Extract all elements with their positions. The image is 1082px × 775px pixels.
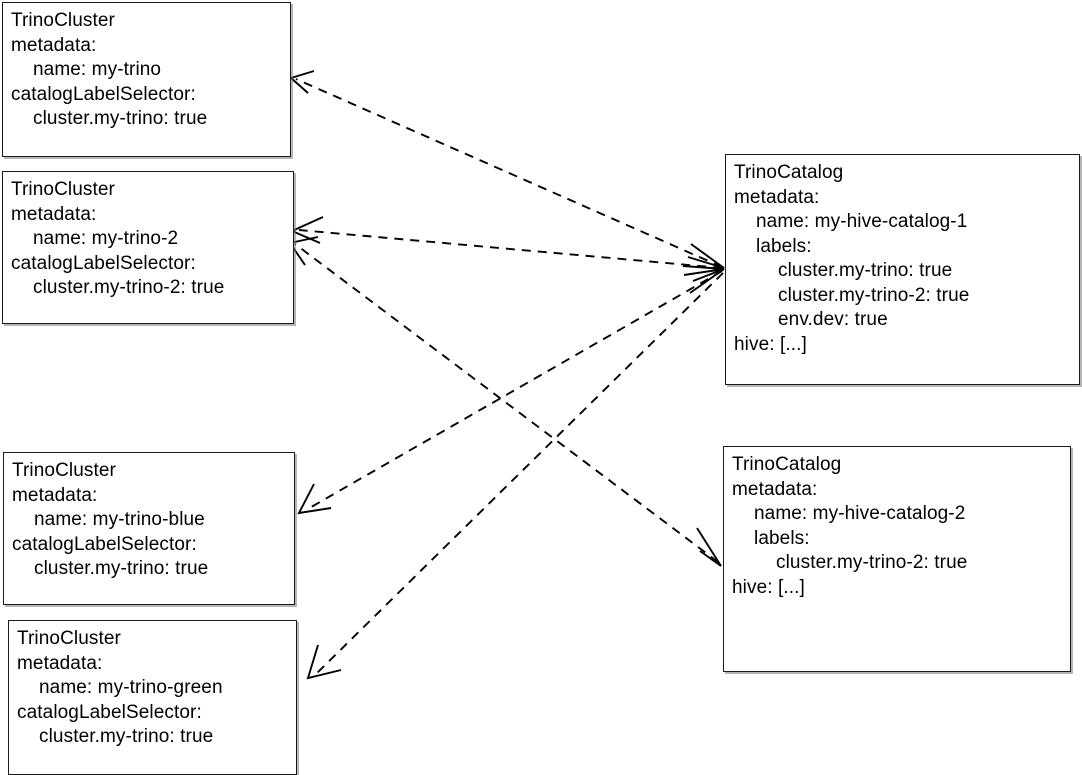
node-line: catalogLabelSelector: (12, 533, 197, 555)
node-line: catalogLabelSelector: (17, 701, 202, 723)
node-line: TrinoCluster (17, 628, 121, 649)
node-line: TrinoCluster (11, 179, 115, 200)
node-body: TrinoCluster metadata: name: my-trino ca… (3, 3, 290, 132)
node-trinocatalog-my-hive-catalog-2[interactable]: TrinoCatalog metadata: name: my-hive-cat… (723, 446, 1071, 672)
node-line: hive: [...] (734, 333, 807, 355)
edge-catalog1-to-my-trino-2 (289, 216, 723, 269)
node-line: labels: (754, 527, 810, 549)
node-line: catalogLabelSelector: (11, 83, 196, 105)
node-trinocluster-my-trino[interactable]: TrinoCluster metadata: name: my-trino ca… (2, 2, 291, 157)
node-line: cluster.my-trino-2: true (33, 277, 225, 298)
node-line: TrinoCatalog (732, 454, 842, 475)
node-line: cluster.my-trino: true (33, 108, 208, 129)
edge-catalog1-to-my-trino-blue (297, 270, 723, 515)
node-line: name: my-trino-2 (33, 228, 179, 249)
node-line: hive: [...] (732, 576, 805, 598)
node-line: TrinoCluster (12, 460, 116, 481)
node-line: cluster.my-trino: true (39, 726, 214, 747)
node-line: metadata: (734, 186, 820, 208)
node-line: cluster.my-trino-2: true (776, 552, 968, 573)
node-line: metadata: (12, 484, 98, 506)
node-line: name: my-trino-green (39, 677, 223, 698)
node-line: TrinoCluster (11, 10, 115, 31)
node-line: metadata: (732, 478, 818, 500)
node-line: catalogLabelSelector: (11, 252, 196, 274)
node-trinocluster-my-trino-green[interactable]: TrinoCluster metadata: name: my-trino-gr… (8, 620, 297, 775)
node-line: cluster.my-trino: true (778, 260, 953, 281)
node-line: name: my-hive-catalog-1 (756, 211, 968, 232)
node-trinocluster-my-trino-blue[interactable]: TrinoCluster metadata: name: my-trino-bl… (3, 452, 295, 605)
node-body: TrinoCluster metadata: name: my-trino-2 … (3, 172, 293, 301)
node-body: TrinoCatalog metadata: name: my-hive-cat… (726, 155, 1079, 357)
node-line: labels: (756, 235, 812, 257)
node-line: metadata: (11, 203, 97, 225)
node-body: TrinoCluster metadata: name: my-trino-bl… (4, 453, 294, 582)
node-body: TrinoCatalog metadata: name: my-hive-cat… (724, 447, 1070, 600)
node-trinocluster-my-trino-2[interactable]: TrinoCluster metadata: name: my-trino-2 … (2, 171, 294, 324)
node-line: cluster.my-trino-2: true (778, 284, 970, 306)
node-body: TrinoCluster metadata: name: my-trino-gr… (9, 621, 296, 750)
edge-catalog1-to-my-trino (289, 70, 723, 268)
edge-catalog1-to-my-trino-green (306, 272, 724, 680)
node-line: env.dev: true (778, 309, 888, 330)
node-line: TrinoCatalog (734, 162, 844, 183)
edge-heads-into-catalog1 (682, 243, 725, 294)
node-line: name: my-hive-catalog-2 (754, 503, 966, 524)
node-line: metadata: (17, 652, 103, 674)
node-line: name: my-trino (33, 59, 162, 80)
node-line: cluster.my-trino: true (34, 558, 209, 579)
node-trinocatalog-my-hive-catalog-1[interactable]: TrinoCatalog metadata: name: my-hive-cat… (725, 154, 1080, 385)
node-line: name: my-trino-blue (34, 509, 205, 530)
edge-head-into-catalog2 (696, 527, 722, 567)
node-line: metadata: (11, 34, 97, 56)
edge-catalog2-to-my-trino-2 (288, 236, 719, 563)
